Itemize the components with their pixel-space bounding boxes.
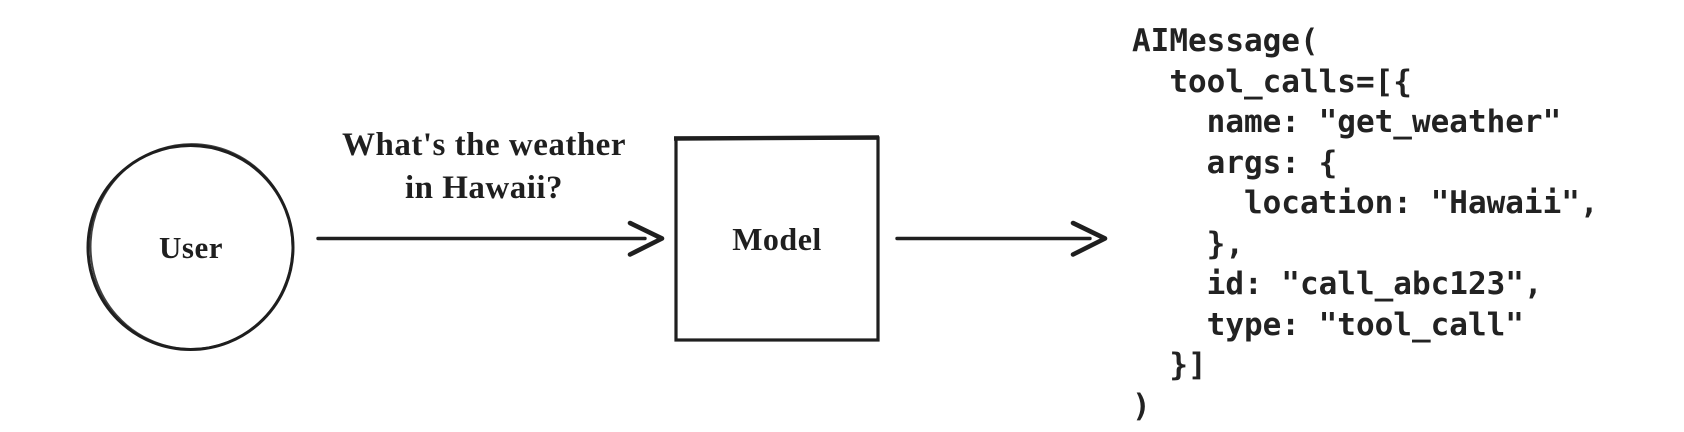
code-line: location: "Hawaii", bbox=[1132, 185, 1599, 221]
user-node-circle bbox=[86, 143, 295, 351]
user-message-line1: What's the weather bbox=[342, 127, 626, 163]
code-line: type: "tool_call" bbox=[1132, 306, 1524, 343]
code-line: args: { bbox=[1132, 144, 1338, 181]
model-node-label: Model bbox=[732, 220, 822, 257]
code-line: ) bbox=[1132, 387, 1151, 424]
user-message-label: What's the weather in Hawaii? bbox=[284, 124, 684, 210]
code-line: id: "call_abc123", bbox=[1132, 266, 1543, 302]
user-node: User bbox=[88, 145, 294, 351]
code-line: AIMessage( bbox=[1132, 23, 1319, 59]
model-node-box bbox=[673, 135, 880, 342]
user-node-label: User bbox=[159, 230, 223, 265]
user-to-model-arrow bbox=[316, 220, 665, 257]
model-node: Model bbox=[676, 138, 878, 340]
ai-message-code: AIMessage( tool_calls=[{ name: "get_weat… bbox=[1132, 21, 1599, 426]
code-line: tool_calls=[{ bbox=[1132, 63, 1412, 100]
model-to-output-arrow bbox=[895, 220, 1108, 257]
code-line: name: "get_weather" bbox=[1132, 104, 1562, 140]
code-line: }, bbox=[1132, 225, 1244, 262]
user-message-line2: in Hawaii? bbox=[404, 170, 564, 206]
code-line: }] bbox=[1132, 347, 1207, 383]
